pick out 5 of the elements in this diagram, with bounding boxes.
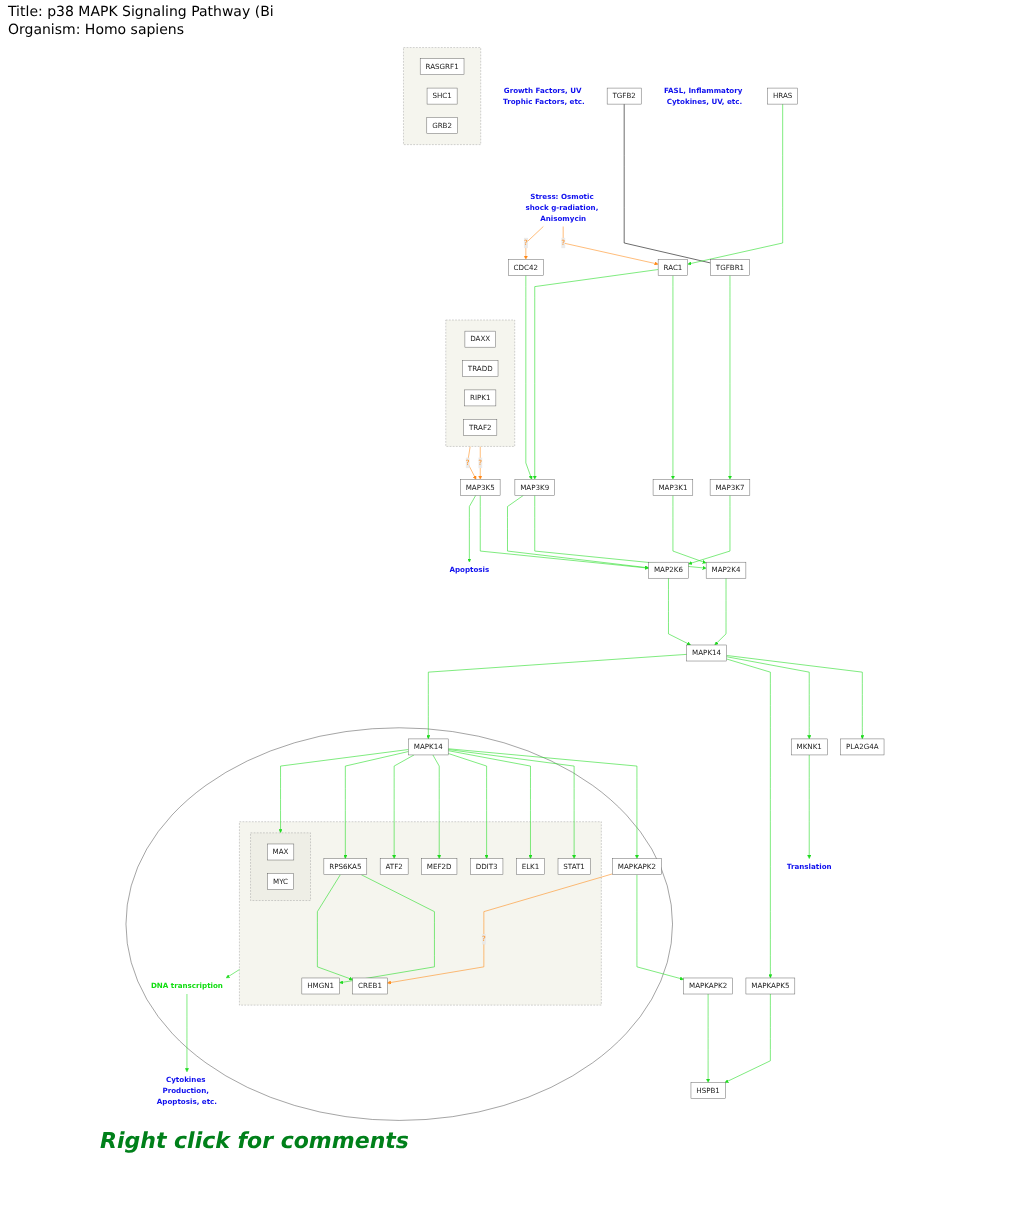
cluster [250,832,311,901]
cluster [403,47,481,145]
cluster [445,319,515,447]
cluster [239,821,602,1006]
comment-hint: Right click for comments [100,1128,411,1154]
